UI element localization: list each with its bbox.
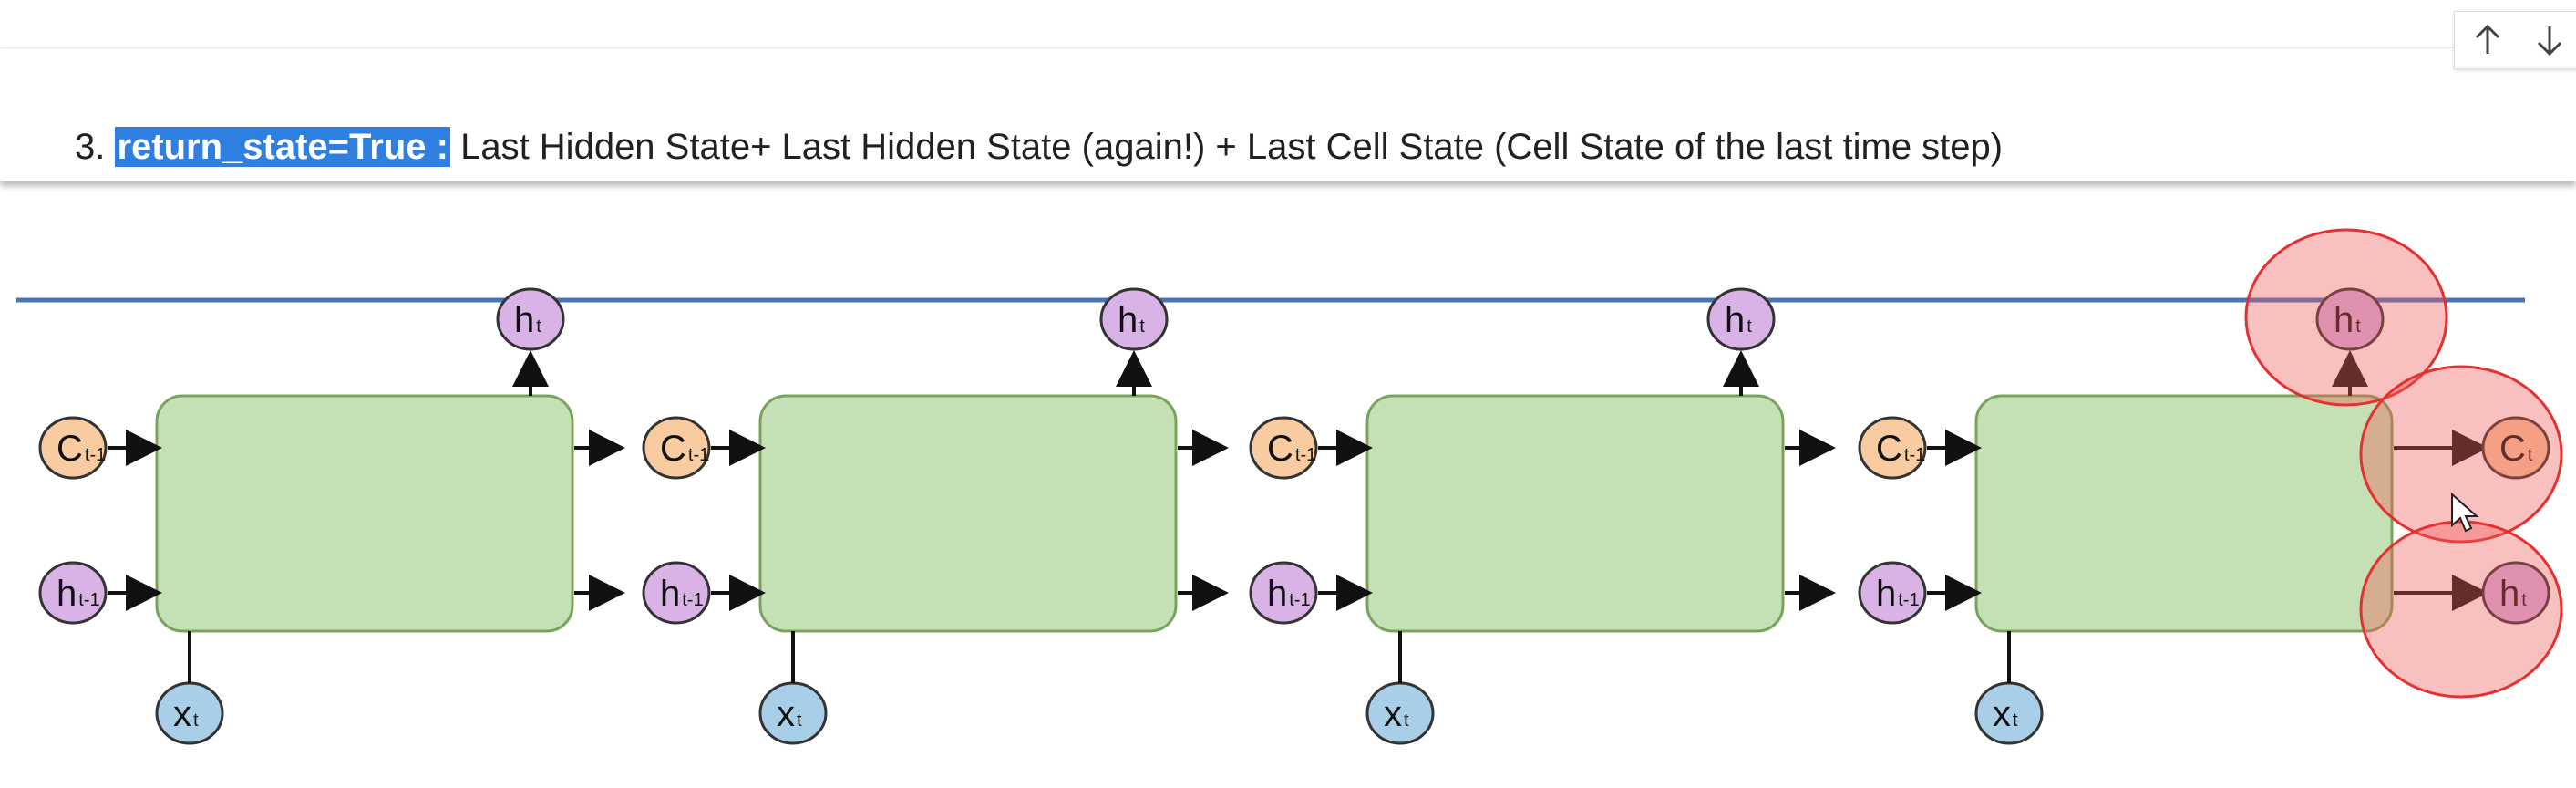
arrow-down-icon <box>2537 26 2562 57</box>
highlight-circle-hidden-state <box>2359 520 2563 699</box>
lstm-cell-box <box>758 394 1178 633</box>
list-number: 3. <box>75 127 106 167</box>
lstm-cell-box <box>1974 394 2394 633</box>
cell-toolbar <box>2454 11 2576 69</box>
markdown-cell[interactable]: 3. return_state=True : Last Hidden State… <box>0 47 2576 181</box>
highlighted-text: return_state=True : <box>115 127 450 167</box>
cell-text: 3. return_state=True : Last Hidden State… <box>75 118 2003 176</box>
lstm-cell-box <box>155 394 574 633</box>
highlight-circle-last-hidden <box>2244 228 2448 407</box>
lstm-cell-box <box>1365 394 1785 633</box>
description-text: Last Hidden State+ Last Hidden State (ag… <box>460 127 2004 167</box>
move-up-button[interactable] <box>2458 12 2517 68</box>
move-down-button[interactable] <box>2520 12 2576 68</box>
highlight-circle-cell-state <box>2359 365 2563 544</box>
arrow-up-icon <box>2475 24 2500 54</box>
mouse-cursor-icon <box>2451 492 2479 533</box>
